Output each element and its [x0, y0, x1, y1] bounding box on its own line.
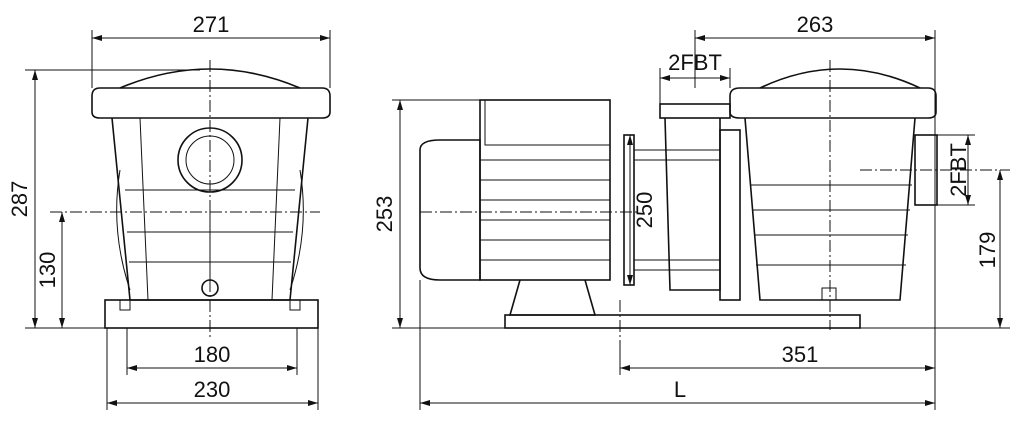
dim-250: 250	[632, 192, 657, 229]
dim-263: 263	[797, 12, 834, 37]
dim-130: 130	[35, 252, 60, 289]
dim-253: 253	[372, 196, 397, 233]
dim-230: 230	[194, 377, 231, 402]
dim-287: 287	[7, 181, 32, 218]
side-view: 263 2FBT 253 250 2FBT 179 351 L	[372, 12, 1010, 410]
dim-180: 180	[194, 342, 231, 367]
dim-351: 351	[782, 342, 819, 367]
dim-inlet-2fbt: 2FBT	[668, 50, 722, 75]
dim-271: 271	[193, 12, 230, 37]
dim-total-length: L	[674, 377, 686, 402]
dim-outlet-2fbt: 2FBT	[946, 143, 971, 197]
front-view: 271 287 130 180 230	[7, 12, 331, 410]
dim-179: 179	[975, 232, 1000, 269]
